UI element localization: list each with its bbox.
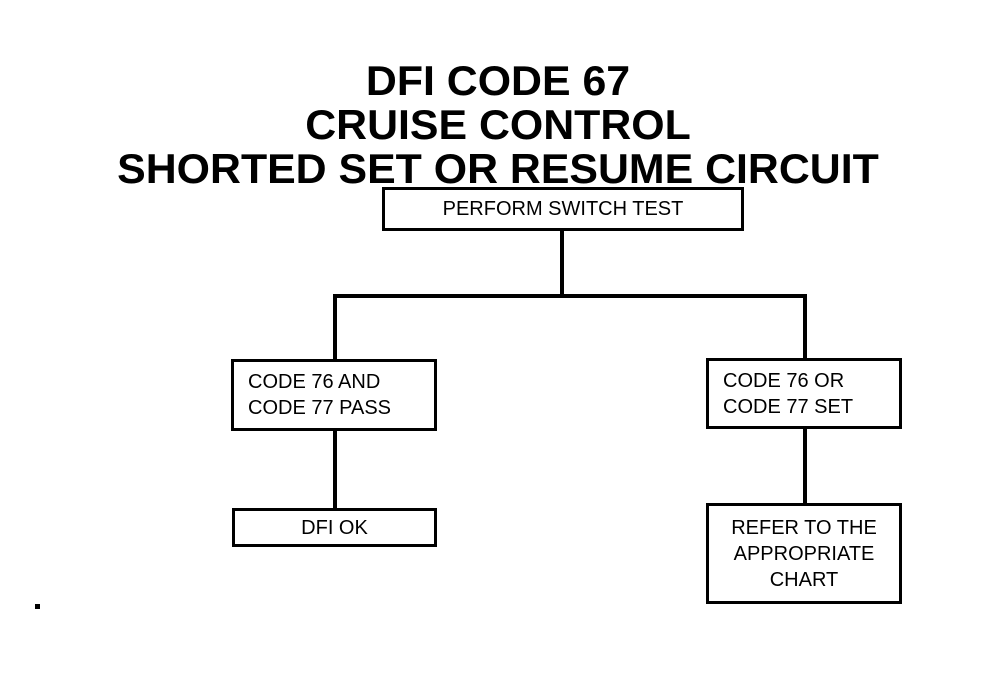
- node-code-set-line-2: CODE 77 SET: [723, 395, 854, 418]
- title-line-1: DFI CODE 67: [365, 57, 631, 104]
- node-perform-switch-test: PERFORM SWITCH TEST: [382, 187, 744, 231]
- node-perform-switch-test-line-1: PERFORM SWITCH TEST: [442, 198, 684, 220]
- node-code-set-line-1: CODE 76 OR: [723, 369, 845, 392]
- node-code-76-and-code-77-pass: CODE 76 AND CODE 77 PASS: [231, 359, 437, 431]
- node-refer-chart-line-2: APPROPRIATE: [733, 542, 875, 565]
- node-refer-chart-line-1: REFER TO THE: [731, 516, 877, 539]
- connector-branch-to-code-pass: [333, 294, 337, 362]
- connector-perform-to-branch: [560, 231, 564, 297]
- node-dfi-ok: DFI OK: [232, 508, 437, 547]
- connector-branch-horizontal-bar: [333, 294, 807, 298]
- connector-code-pass-to-dfi-ok: [333, 429, 337, 510]
- node-refer-to-the-appropriate-chart: REFER TO THE APPROPRIATE CHART: [706, 503, 902, 604]
- scan-artifact-dot: [35, 604, 40, 609]
- title-line-2: CRUISE CONTROL: [305, 101, 691, 148]
- node-dfi-ok-line-1: DFI OK: [301, 516, 368, 539]
- connector-branch-to-code-set: [803, 294, 807, 361]
- title-line-3: SHORTED SET OR RESUME CIRCUIT: [117, 145, 879, 192]
- node-code-76-or-code-77-set: CODE 76 OR CODE 77 SET: [706, 358, 902, 429]
- node-refer-chart-line-3: CHART: [769, 568, 839, 591]
- connector-code-set-to-refer-chart: [803, 427, 807, 505]
- node-code-pass-line-1: CODE 76 AND: [248, 371, 381, 393]
- page-title: DFI CODE 67 CRUISE CONTROL SHORTED SET O…: [0, 60, 996, 190]
- node-code-pass-line-2: CODE 77 PASS: [248, 397, 392, 419]
